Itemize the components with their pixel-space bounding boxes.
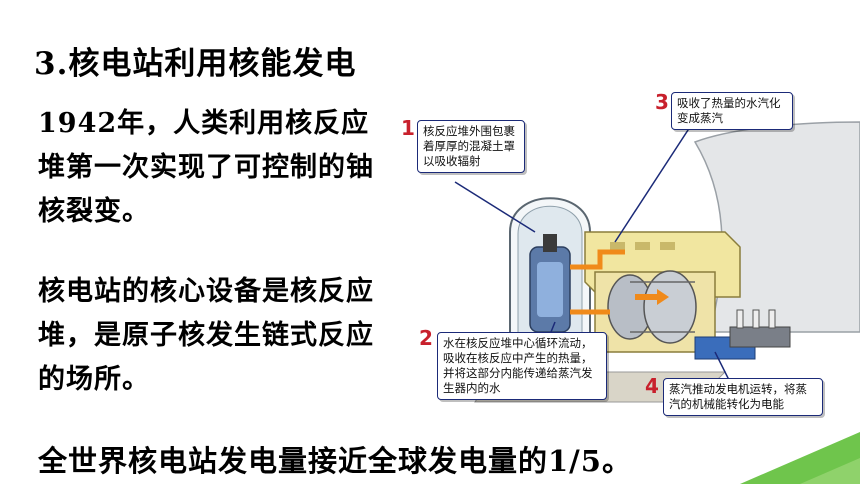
callout-number-4: 4 [645,374,659,398]
paragraph-reactor-history: 1942年，人类利用核反应堆第一次实现了可控制的铀核裂变。 [38,108,374,227]
callout-number-3: 3 [655,90,669,114]
leader-line-4 [714,351,731,383]
paragraph-reactor-core: 核电站的核心设备是核反应堆，是原子核发生链式反应的场所。 [38,276,374,395]
corner-decoration-inner [800,458,860,484]
primary-loop-hot-pipe [570,249,625,270]
leader-line-1 [454,181,536,233]
callout-number-1: 1 [401,116,415,140]
callout-number-2: 2 [419,326,433,350]
callout-3: 吸收了热量的水汽化变成蒸汽 [671,92,793,130]
leader-line-3 [614,126,691,243]
callout-4: 蒸汽推动发电机运转，将蒸汽的机械能转化为电能 [663,378,823,416]
callout-1: 核反应堆外围包裹着厚厚的混凝土罩以吸收辐射 [417,120,525,173]
control-rod-drive [543,234,557,252]
reactor-core [537,262,563,317]
footer-statement: 全世界核电站发电量接近全球发电量的1/5。 [38,444,632,478]
slide-title: 3.核电站利用核能发电 [34,46,357,82]
transformer [729,326,791,348]
callout-2: 水在核反应堆中心循环流动，吸收在核反应中产生的热量，并将这部分内能传递给蒸汽发生… [437,332,607,400]
nuclear-plant-illustration [454,121,860,403]
cooling-tower [693,121,860,333]
nuclear-plant-diagram: 1 核反应堆外围包裹着厚厚的混凝土罩以吸收辐射 3 吸收了热量的水汽化变成蒸汽 … [395,82,860,452]
